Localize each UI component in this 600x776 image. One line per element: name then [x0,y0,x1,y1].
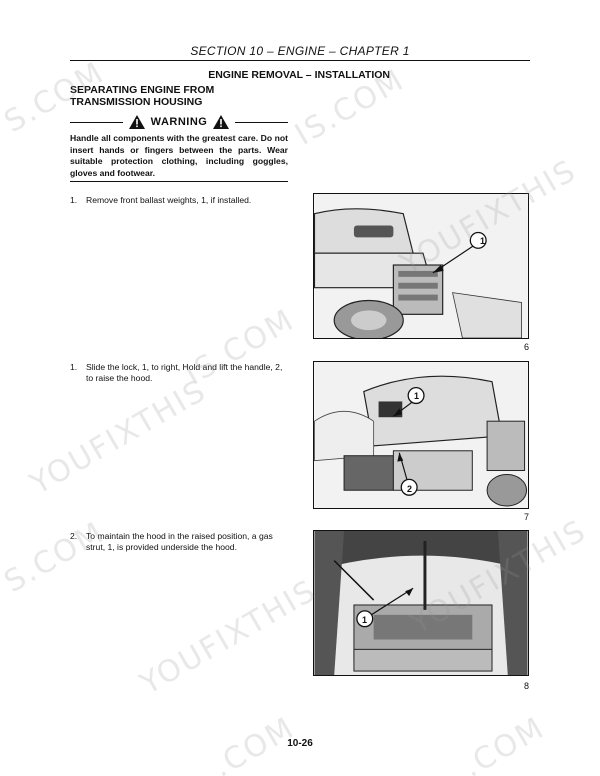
figure-callout-2: 2 [407,484,413,494]
step-number: 2. [70,531,78,541]
figure-ballast-weights: 1 [313,193,529,339]
step-remove-ballast: 1. Remove front ballast weights, 1, if i… [70,195,290,206]
figure-callout-1: 1 [414,391,420,401]
figure-number-6: 6 [524,342,530,352]
warning-rule-left [70,121,123,123]
page-number: 10-26 [287,738,313,749]
warning-header: WARNING [70,114,289,130]
step-number: 1. [70,195,78,205]
hood-lock-illustration [314,362,528,508]
step-raise-hood: 1. Slide the lock, 1, to right, Hold and… [70,362,290,384]
gas-strut-illustration [314,531,528,675]
watermark: YOUFIXTHIS [134,573,323,702]
figure-number-8: 8 [524,681,530,691]
warning-label: WARNING [150,116,208,128]
step-gas-strut: 2. To maintain the hood in the raised po… [70,531,290,553]
step-text: To maintain the hood in the raised posit… [86,531,273,552]
section-header: SECTION 10 – ENGINE – CHAPTER 1 [190,44,410,58]
step-text: Remove front ballast weights, 1, if inst… [86,195,252,205]
warning-text: Handle all components with the greatest … [70,133,288,178]
page-title: ENGINE REMOVAL – INSTALLATION [208,69,390,81]
figure-callout-1: 1 [480,236,486,246]
warning-rule-right [235,121,289,123]
ballast-weights-illustration [314,194,528,338]
watermark: S.COM [0,515,111,600]
figure-gas-strut: 1 [313,530,529,676]
step-number: 1. [70,362,78,372]
step-text: Slide the lock, 1, to right, Hold and li… [86,362,283,383]
watermark: YOUFIXTHIS [24,373,213,502]
warning-icon [213,115,230,129]
header-rule [70,60,530,61]
section-subtitle: SEPARATING ENGINE FROM TRANSMISSION HOUS… [70,84,215,108]
figure-number-7: 7 [524,512,530,522]
warning-icon [128,115,145,129]
warning-bottom-rule [70,181,288,182]
figure-callout-1: 1 [362,615,368,625]
watermark: .COM [457,710,551,776]
figure-hood-lock: 1 2 [313,361,529,509]
